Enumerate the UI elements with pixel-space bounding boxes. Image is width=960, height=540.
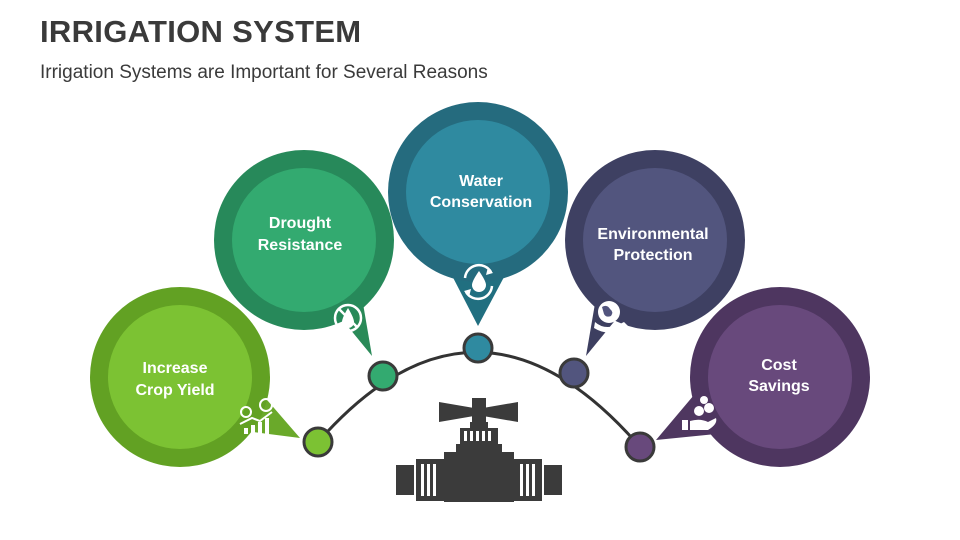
water-recycle-icon	[463, 263, 494, 301]
node-water-conservation	[462, 332, 494, 364]
label-crop-yield: Crop Yield	[135, 382, 214, 399]
label-cost: Cost	[761, 357, 797, 374]
hand-coins-icon	[682, 396, 717, 430]
slide-subtitle: Irrigation Systems are Important for Sev…	[40, 62, 488, 83]
bubble-environmental-protection: Environmental Protection	[558, 150, 745, 389]
label-protection: Protection	[613, 247, 692, 264]
label-savings: Savings	[748, 378, 809, 395]
slide-title: IRRIGATION SYSTEM	[40, 14, 362, 49]
bubble-cost-savings: Cost Savings	[624, 287, 870, 467]
label-conservation: Conservation	[430, 194, 532, 211]
crop-yield-growth-icon	[239, 398, 273, 434]
bubble-increase-crop-yield: Increase Crop Yield	[90, 287, 334, 467]
bubble-water-conservation: Water Conservation	[388, 102, 568, 364]
bubble-drought-resistance: Drought Resistance	[214, 150, 399, 392]
irrigation-valve-icon	[396, 398, 562, 502]
label-drought: Drought	[269, 215, 332, 232]
node-drought-resistance	[367, 360, 399, 392]
node-increase-crop-yield	[302, 426, 334, 458]
no-water-drop-icon	[333, 303, 363, 333]
label-increase: Increase	[143, 360, 208, 377]
node-cost-savings	[624, 431, 656, 463]
node-environmental-protection	[558, 357, 590, 389]
label-resistance: Resistance	[258, 237, 343, 254]
earth-hand-icon	[594, 301, 628, 333]
label-water: Water	[459, 173, 503, 190]
label-environmental: Environmental	[597, 226, 708, 243]
